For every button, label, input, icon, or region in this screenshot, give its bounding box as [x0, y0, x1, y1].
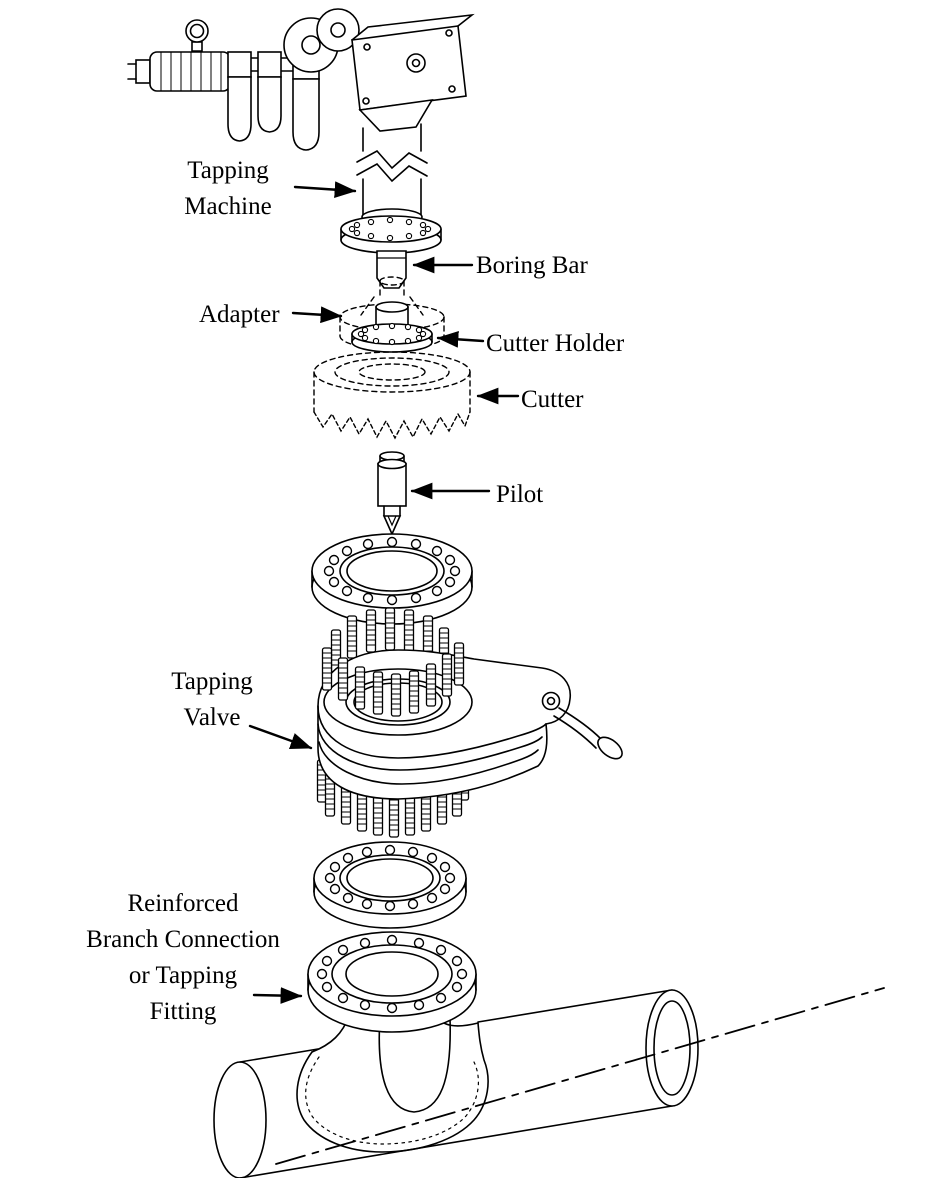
machine-barrel [356, 123, 428, 217]
label-tapping-machine: Tapping Machine [184, 157, 272, 220]
boring-bar-drawing [376, 250, 407, 289]
label-arrows [248, 181, 520, 1004]
arrow-tapping-valve [248, 724, 313, 750]
pilot-drawing [377, 451, 407, 536]
pipe-centerline [275, 987, 885, 1165]
arrow-tapping-fitting [252, 987, 303, 1004]
air-motor [127, 51, 231, 92]
cutter-drawing [313, 351, 471, 440]
label-pilot: Pilot [496, 481, 544, 508]
arrow-cutter-holder [436, 330, 485, 348]
upper-flange-drawing [311, 533, 473, 625]
tapping-fitting-flange-drawing [307, 931, 477, 1033]
air-filter-lubricator [227, 51, 321, 151]
label-boring-bar: Boring Bar [476, 252, 588, 279]
label-cutter: Cutter [521, 386, 584, 413]
label-adapter: Adapter [199, 301, 280, 328]
cutter-holder-drawing [351, 301, 433, 353]
weld-stitches [305, 1056, 480, 1145]
lower-flange-drawing [313, 841, 467, 929]
arrow-adapter [291, 306, 343, 324]
arrow-tapping-machine [293, 181, 357, 199]
tapping-machine-drawing [127, 8, 475, 254]
machine-flange [340, 208, 442, 254]
label-tapping-valve: Tapping Valve [171, 668, 253, 731]
valve-handle [553, 707, 623, 760]
drive-pulleys [283, 8, 360, 73]
label-tapping-fitting: Reinforced Branch Connection or Tapping … [86, 890, 280, 1025]
tapping-valve-drawing [316, 607, 623, 838]
pressure-gauge-icon [185, 19, 209, 52]
gear-housing [351, 13, 475, 132]
label-cutter-holder: Cutter Holder [486, 330, 625, 357]
pipe-drawing [213, 989, 699, 1178]
